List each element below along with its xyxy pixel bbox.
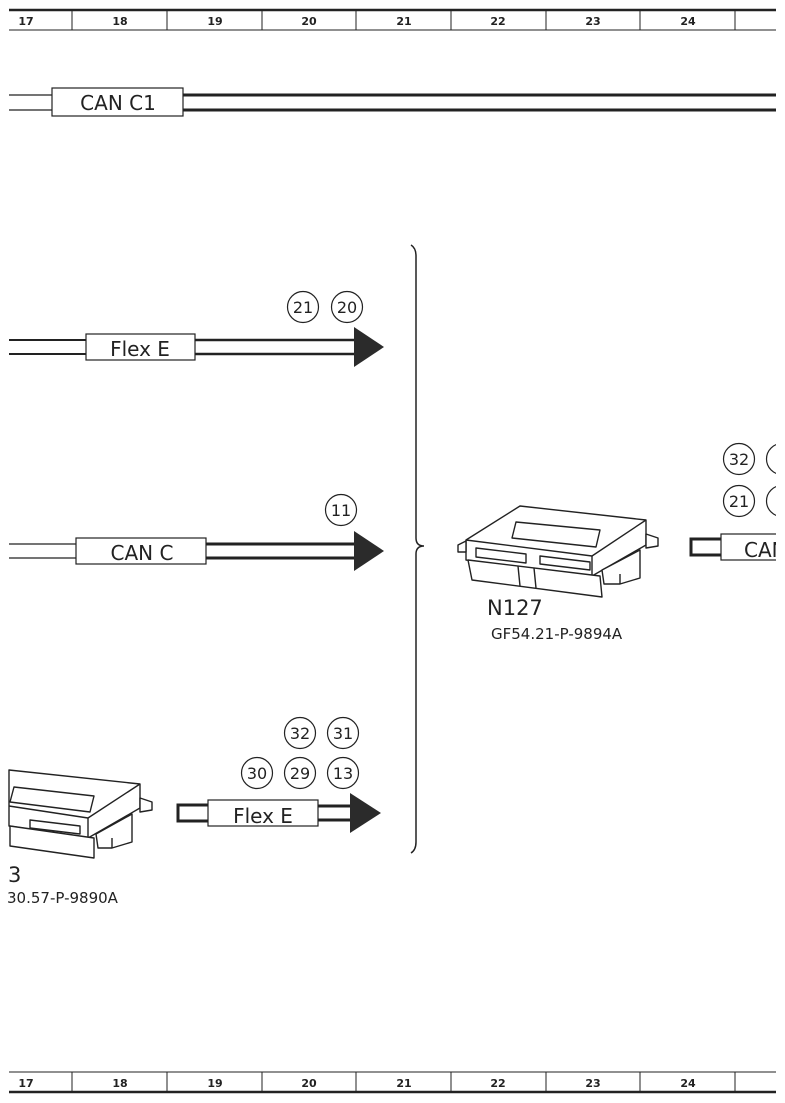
connector-circle xyxy=(240,756,274,790)
arrow-head-icon xyxy=(350,793,381,833)
can-c-bus: CAN C 11 xyxy=(9,493,384,571)
ruler-col-21: 21 xyxy=(396,1077,411,1090)
ruler-col-20: 20 xyxy=(301,15,317,28)
connector-circle xyxy=(283,756,317,790)
connector-number: 29 xyxy=(290,764,310,783)
connector-circle xyxy=(765,444,776,474)
module-ref-n127: GF54.21-P-9894A xyxy=(491,625,623,643)
bus-label-box xyxy=(51,87,184,117)
connector-circle xyxy=(324,493,358,527)
bus-label-can-c1: CAN C1 xyxy=(80,91,156,115)
connector-number: 2 xyxy=(777,492,785,511)
module-left-icon xyxy=(8,769,153,859)
connector-number: 21 xyxy=(293,298,313,317)
ruler-col-18: 18 xyxy=(112,15,127,28)
connector-number: 21 xyxy=(729,492,749,511)
arrow-head-icon xyxy=(354,327,384,367)
connector-circle xyxy=(722,442,756,476)
module-id-left: 3 xyxy=(8,863,21,887)
connector-number: 32 xyxy=(729,450,749,469)
connector-circle xyxy=(765,486,776,516)
connector-number: 30 xyxy=(247,764,267,783)
ruler-col-17: 17 xyxy=(18,1077,33,1090)
ruler-col-18: 18 xyxy=(112,1077,127,1090)
can-right-bus: CAN 32 3 21 2 xyxy=(689,442,785,562)
can-c1-bus: CAN C1 xyxy=(9,87,776,117)
ruler-col-22: 22 xyxy=(490,15,505,28)
flex-e-lower-bus: Flex E 32 31 30 29 13 xyxy=(176,716,381,833)
flex-e-upper-bus: Flex E 21 20 xyxy=(9,290,384,367)
ruler-col-19: 19 xyxy=(207,15,222,28)
connector-circle xyxy=(286,290,320,324)
bus-label-box xyxy=(720,533,776,561)
bus-label-box xyxy=(207,799,319,827)
top-ruler: 17 18 19 20 21 22 23 24 xyxy=(9,8,776,31)
ruler-col-22: 22 xyxy=(490,1077,505,1090)
ruler-col-24: 24 xyxy=(680,15,696,28)
connector-circle xyxy=(722,484,756,518)
module-n127-icon xyxy=(457,505,659,598)
module-id-n127: N127 xyxy=(487,596,543,620)
connector-number: 3 xyxy=(777,450,785,469)
ruler-col-17: 17 xyxy=(18,15,33,28)
ruler-col-23: 23 xyxy=(585,1077,600,1090)
bus-label-flex-e: Flex E xyxy=(110,337,170,361)
ruler-col-23: 23 xyxy=(585,15,600,28)
bus-label-flex-e: Flex E xyxy=(233,804,293,828)
ruler-col-19: 19 xyxy=(207,1077,222,1090)
connector-circle xyxy=(326,716,360,750)
connector-number: 31 xyxy=(333,724,353,743)
connector-circle xyxy=(326,756,360,790)
connector-circle xyxy=(330,290,364,324)
bottom-ruler: 17 18 19 20 21 22 23 24 xyxy=(9,1071,776,1094)
module-ref-left: 30.57-P-9890A xyxy=(7,889,119,907)
connector-circle xyxy=(283,716,317,750)
bus-label-box xyxy=(75,537,207,565)
bus-label-can-c: CAN C xyxy=(111,541,174,565)
connector-number: 13 xyxy=(333,764,353,783)
arrow-head-icon xyxy=(354,531,384,571)
connector-number: 20 xyxy=(337,298,357,317)
ruler-col-24: 24 xyxy=(680,1077,696,1090)
connector-number: 32 xyxy=(290,724,310,743)
ruler-col-21: 21 xyxy=(396,15,411,28)
ruler-col-20: 20 xyxy=(301,1077,317,1090)
connector-number: 11 xyxy=(331,501,351,520)
bus-label-can-partial: CAN xyxy=(744,538,785,562)
bus-label-box xyxy=(85,333,196,361)
curly-brace xyxy=(410,244,425,854)
